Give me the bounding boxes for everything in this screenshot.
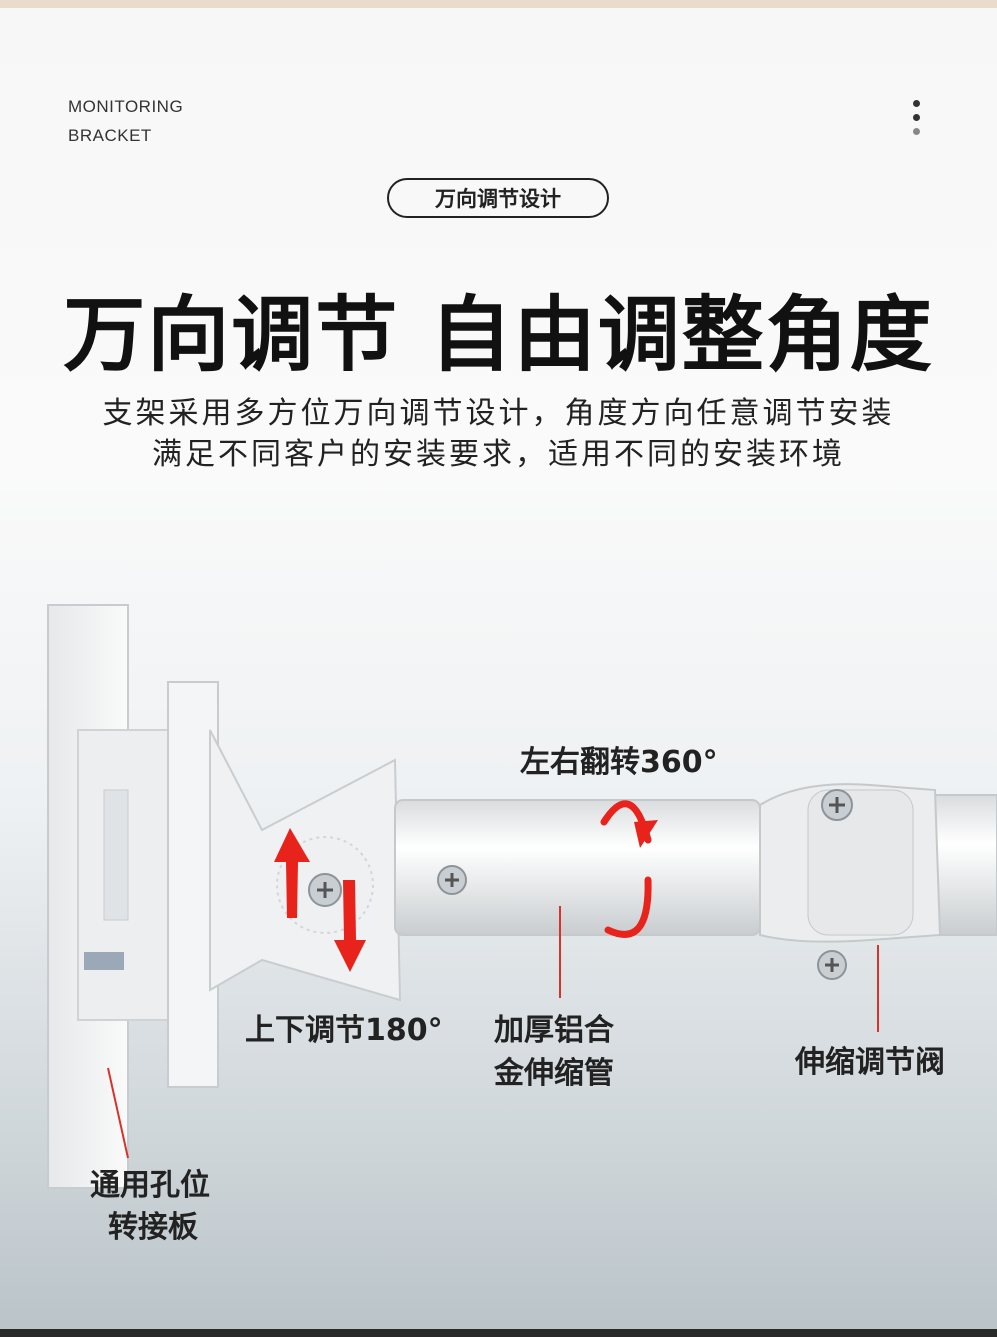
tube-label-line-1: 加厚铝合 (494, 1013, 614, 1048)
brand-line-2: BRACKET (68, 126, 152, 145)
top-decor-strip (0, 0, 997, 8)
adapter-plate (47, 604, 169, 1189)
rotate-arrow-head-icon (634, 820, 658, 848)
valve-label: 伸缩调节阀 (795, 1045, 945, 1080)
callout-lines (107, 906, 879, 1159)
tube-label-line-2: 金伸缩管 (494, 1056, 614, 1091)
plate-label-line-1: 通用孔位 (90, 1168, 210, 1203)
bottom-decor-strip (0, 1329, 997, 1337)
extension-valve (759, 783, 942, 980)
tilt-label: 上下调节180° (245, 1013, 443, 1048)
brand-label: MONITORING BRACKET (68, 92, 183, 150)
description-line-1: 支架采用多方位万向调节设计，角度方向任意调节安装 (102, 396, 895, 431)
brand-line-1: MONITORING (68, 97, 184, 116)
rotate-label: 左右翻转360° (520, 745, 718, 780)
plate-label-line-2: 转接板 (108, 1210, 198, 1245)
more-menu-icon[interactable] (913, 100, 923, 142)
tilt-arrow-icon (274, 828, 366, 972)
section-tag: 万向调节设计 (387, 178, 609, 218)
page-title: 万向调节 自由调整角度 (63, 288, 934, 383)
description-line-2: 满足不同客户的安装要求，适用不同的安装环境 (152, 437, 845, 472)
